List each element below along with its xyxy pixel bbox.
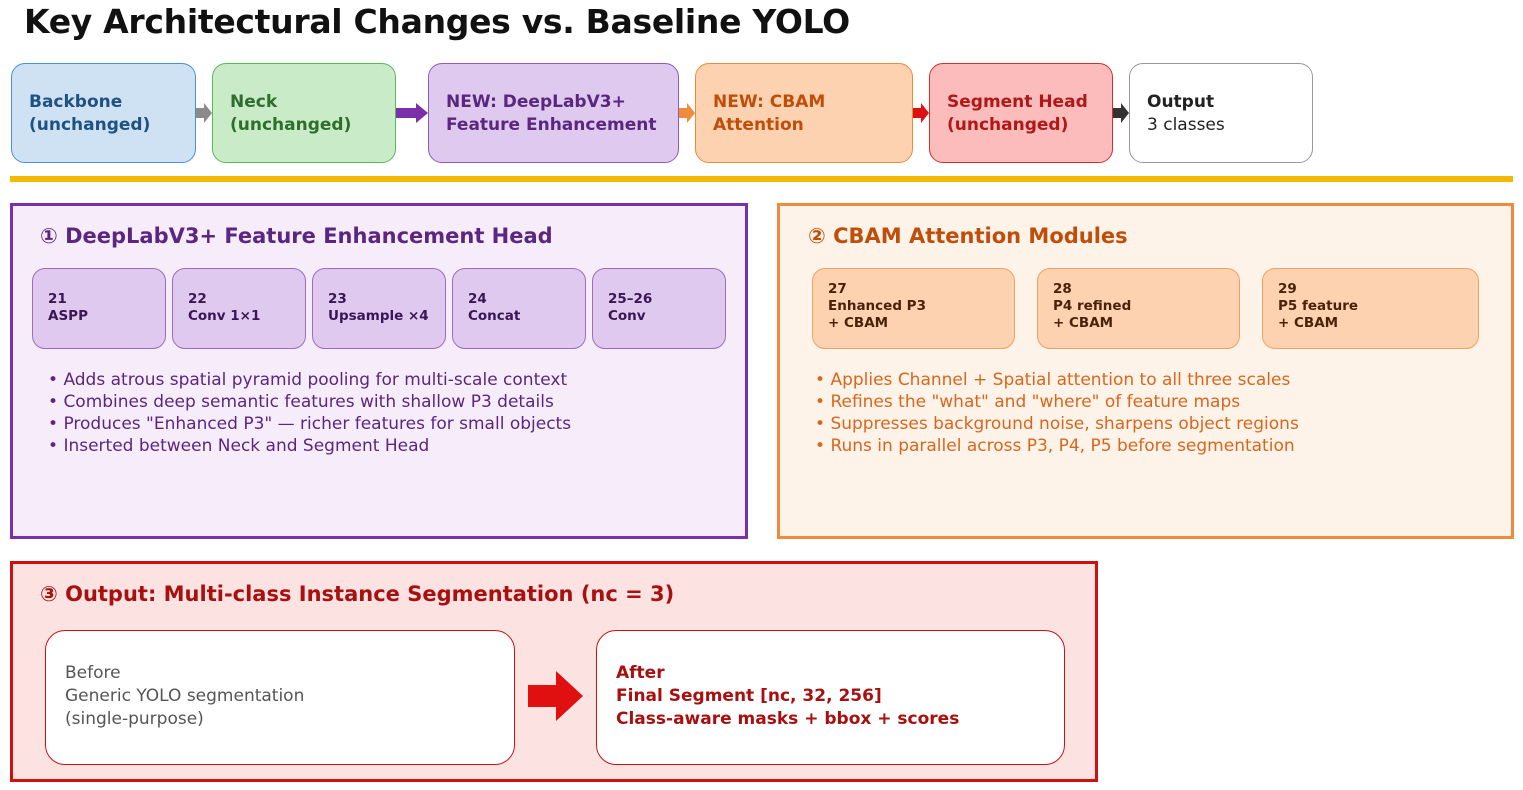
- pipeline-node-deeplab: NEW: DeepLabV3+ Feature Enhancement: [428, 63, 679, 163]
- cbam-card-p3: 27 Enhanced P3 + CBAM: [812, 268, 1015, 349]
- after-heading: After: [616, 663, 665, 683]
- layer-card-conv1x1: 22 Conv 1×1: [172, 268, 306, 349]
- pipeline-node-title: NEW: CBAM: [713, 92, 826, 112]
- layer-card-conv: 25–26 Conv: [592, 268, 726, 349]
- pipeline-node-cbam: NEW: CBAM Attention: [695, 63, 913, 163]
- deeplab-section-panel: ① DeepLabV3+ Feature Enhancement Head 21…: [10, 203, 748, 539]
- cbam-card-p4: 28 P4 refined + CBAM: [1037, 268, 1240, 349]
- pipeline-node-neck: Neck (unchanged): [212, 63, 396, 163]
- arrow-right-icon: [396, 103, 428, 123]
- before-box: Before Generic YOLO segmentation (single…: [45, 630, 515, 765]
- pipeline-node-backbone: Backbone (unchanged): [11, 63, 196, 163]
- pipeline-node-title: Segment Head: [947, 92, 1088, 112]
- layer-number: 24: [468, 291, 487, 307]
- deeplab-section-title: ① DeepLabV3+ Feature Enhancement Head: [40, 224, 553, 248]
- cbam-label: P5 feature: [1278, 298, 1359, 314]
- cbam-section-panel: ② CBAM Attention Modules 27 Enhanced P3 …: [777, 203, 1514, 539]
- pipeline-node-subtitle: (unchanged): [29, 115, 151, 135]
- cbam-number: 29: [1278, 281, 1297, 297]
- after-description: Class-aware masks + bbox + scores: [616, 709, 960, 729]
- pipeline-node-output: Output 3 classes: [1129, 63, 1313, 163]
- bullet-item: Suppresses background noise, sharpens ob…: [815, 413, 1298, 435]
- output-section-panel: ③ Output: Multi-class Instance Segmentat…: [10, 561, 1098, 782]
- layer-label: Concat: [468, 308, 521, 324]
- cbam-number: 28: [1053, 281, 1072, 297]
- after-box: After Final Segment [nc, 32, 256] Class-…: [596, 630, 1065, 765]
- pipeline-node-title: NEW: DeepLabV3+: [446, 92, 626, 112]
- bullet-item: Produces "Enhanced P3" — richer features…: [48, 413, 571, 435]
- before-note: (single-purpose): [65, 709, 204, 729]
- pipeline-node-subtitle: Attention: [713, 115, 804, 135]
- cbam-sublabel: + CBAM: [828, 315, 889, 331]
- bullet-item: Runs in parallel across P3, P4, P5 befor…: [815, 435, 1299, 457]
- bullet-item: Inserted between Neck and Segment Head: [48, 435, 571, 457]
- pipeline-node-subtitle: Feature Enhancement: [446, 115, 657, 135]
- bullet-item: Combines deep semantic features with sha…: [48, 391, 571, 413]
- pipeline-node-subtitle: 3 classes: [1147, 115, 1225, 135]
- pipeline-node-subtitle: (unchanged): [230, 115, 352, 135]
- layer-card-concat: 24 Concat: [452, 268, 586, 349]
- arrow-right-icon: [1113, 103, 1129, 123]
- pipeline-node-title: Output: [1147, 92, 1215, 112]
- after-shape: Final Segment [nc, 32, 256]: [616, 686, 882, 706]
- cbam-bullet-list: Applies Channel + Spatial attention to a…: [815, 369, 1299, 457]
- cbam-card-p5: 29 P5 feature + CBAM: [1262, 268, 1479, 349]
- layer-card-aspp: 21 ASPP: [32, 268, 166, 349]
- layer-card-upsample: 23 Upsample ×4: [312, 268, 446, 349]
- layer-label: Upsample ×4: [328, 308, 429, 324]
- cbam-sublabel: + CBAM: [1053, 315, 1114, 331]
- page-title: Key Architectural Changes vs. Baseline Y…: [24, 2, 850, 41]
- cbam-sublabel: + CBAM: [1278, 315, 1339, 331]
- cbam-number: 27: [828, 281, 847, 297]
- cbam-label: Enhanced P3: [828, 298, 926, 314]
- bullet-item: Adds atrous spatial pyramid pooling for …: [48, 369, 571, 391]
- pipeline-node-title: Backbone: [29, 92, 123, 112]
- pipeline-node-title: Neck: [230, 92, 278, 112]
- arrow-right-icon: [679, 103, 695, 123]
- layer-number: 23: [328, 291, 347, 307]
- layer-label: Conv: [608, 308, 646, 324]
- layer-label: Conv 1×1: [188, 308, 261, 324]
- cbam-label: P4 refined: [1053, 298, 1132, 314]
- arrow-right-icon: [528, 671, 583, 721]
- before-heading: Before: [65, 663, 121, 683]
- pipeline-node-segment-head: Segment Head (unchanged): [929, 63, 1113, 163]
- bullet-item: Refines the "what" and "where" of featur…: [815, 391, 1299, 413]
- layer-number: 21: [48, 291, 67, 307]
- bullet-item: Applies Channel + Spatial attention to a…: [815, 369, 1299, 391]
- layer-number: 22: [188, 291, 207, 307]
- cbam-section-title: ② CBAM Attention Modules: [808, 224, 1128, 248]
- arrow-right-icon: [913, 103, 929, 123]
- deeplab-bullet-list: Adds atrous spatial pyramid pooling for …: [48, 369, 571, 457]
- before-description: Generic YOLO segmentation: [65, 686, 305, 706]
- pipeline-node-subtitle: (unchanged): [947, 115, 1069, 135]
- section-divider: [10, 176, 1513, 182]
- layer-label: ASPP: [48, 308, 88, 324]
- layer-number: 25–26: [608, 291, 653, 307]
- arrow-right-icon: [196, 103, 212, 123]
- output-section-title: ③ Output: Multi-class Instance Segmentat…: [40, 582, 675, 606]
